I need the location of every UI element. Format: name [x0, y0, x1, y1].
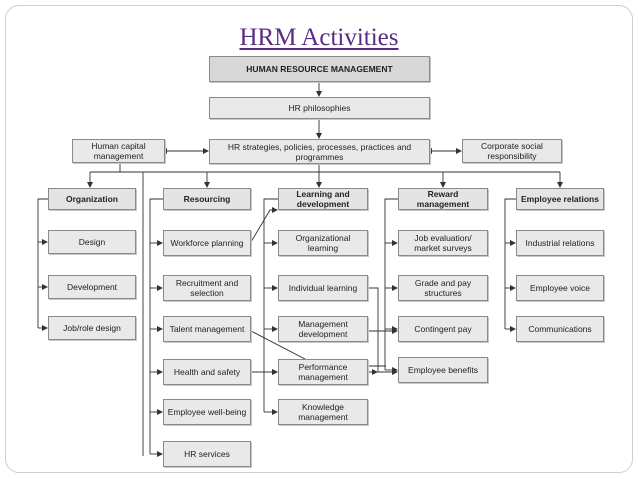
organization-item-1-label: Design — [78, 237, 106, 247]
human-capital-box-label: Human capital management — [91, 141, 146, 161]
individual-learning-link — [368, 287, 398, 375]
resourcing-item-1: Workforce planning — [163, 230, 251, 256]
relations-item-1-label: Industrial relations — [525, 238, 595, 248]
resourcing-head: Resourcing — [163, 188, 251, 210]
resourcing-item-6-label: HR services — [184, 449, 230, 459]
reward-item-4-label: Employee benefits — [408, 365, 478, 375]
resourcing-item-6: HR services — [163, 441, 251, 467]
reward-head-label: Reward management — [416, 189, 470, 209]
organization-spine — [37, 198, 56, 328]
csr-box-label: Corporate social responsibility — [481, 141, 543, 161]
learning-item-4-label: Performance management — [298, 362, 348, 382]
learning-item-3-label: Management development — [298, 319, 348, 339]
learning-item-3: Management development — [278, 316, 368, 342]
organization-head: Organization — [48, 188, 136, 210]
philosophies-box: HR philosophies — [209, 97, 430, 119]
learning-item-4: Performance management — [278, 359, 368, 385]
relations-head-label: Employee relations — [521, 194, 599, 204]
organization-item-2-label: Development — [66, 282, 118, 292]
resourcing-item-5: Employee well-being — [163, 399, 251, 425]
relations-item-3-label: Communications — [528, 324, 592, 334]
resourcing-item-3-label: Talent management — [169, 324, 245, 334]
relations-head: Employee relations — [516, 188, 604, 210]
organization-item-3: Job/role design — [48, 316, 136, 340]
learning-head: Learning and development — [278, 188, 368, 210]
relations-item-2-label: Employee voice — [529, 283, 590, 293]
resourcing-head-label: Resourcing — [183, 194, 231, 204]
relations-spine — [504, 198, 524, 329]
reward-item-1-label: Job evaluation/ market surveys — [414, 233, 472, 253]
relations-item-2: Employee voice — [516, 275, 604, 301]
reward-item-1: Job evaluation/ market surveys — [398, 230, 488, 256]
reward-item-2: Grade and pay structures — [398, 275, 488, 301]
resourcing-item-5-label: Employee well-being — [167, 407, 247, 417]
reward-item-3-label: Contingent pay — [414, 324, 472, 334]
slide-title: HRM Activities — [239, 24, 399, 51]
reward-item-3: Contingent pay — [398, 316, 488, 342]
relations-item-1: Industrial relations — [516, 230, 604, 256]
root-box-label: HUMAN RESOURCE MANAGEMENT — [246, 64, 393, 74]
learning-item-5-label: Knowledge management — [298, 402, 348, 422]
reward-head: Reward management — [398, 188, 488, 210]
philosophies-box-label: HR philosophies — [288, 103, 351, 113]
learning-head-label: Learning and development — [296, 189, 350, 209]
human-capital-box: Human capital management — [72, 139, 165, 163]
relations-item-3: Communications — [516, 316, 604, 342]
reward-item-2-label: Grade and pay structures — [414, 278, 472, 298]
organization-item-3-label: Job/role design — [63, 323, 121, 333]
csr-box: Corporate social responsibility — [462, 139, 562, 163]
organization-item-2: Development — [48, 275, 136, 299]
organization-item-1: Design — [48, 230, 136, 254]
workforce-to-learning-head — [250, 207, 278, 243]
strategies-box: HR strategies, policies, processes, prac… — [209, 139, 430, 164]
learning-item-2: Individual learning — [278, 275, 368, 301]
resourcing-item-1-label: Workforce planning — [170, 238, 244, 248]
learning-item-1: Organizational learning — [278, 230, 368, 256]
learning-item-1-label: Organizational learning — [295, 233, 351, 253]
learning-item-2-label: Individual learning — [288, 283, 358, 293]
resourcing-item-2: Recruitment and selection — [163, 275, 251, 301]
root-box: HUMAN RESOURCE MANAGEMENT — [209, 56, 430, 82]
resourcing-item-2-label: Recruitment and selection — [175, 278, 239, 298]
learning-item-5: Knowledge management — [278, 399, 368, 425]
resourcing-item-4: Health and safety — [163, 359, 251, 385]
organization-head-label: Organization — [66, 194, 118, 204]
resourcing-item-3: Talent management — [163, 316, 251, 342]
strategies-box-label: HR strategies, policies, processes, prac… — [227, 141, 412, 162]
reward-item-4: Employee benefits — [398, 357, 488, 383]
resourcing-item-4-label: Health and safety — [173, 367, 241, 377]
